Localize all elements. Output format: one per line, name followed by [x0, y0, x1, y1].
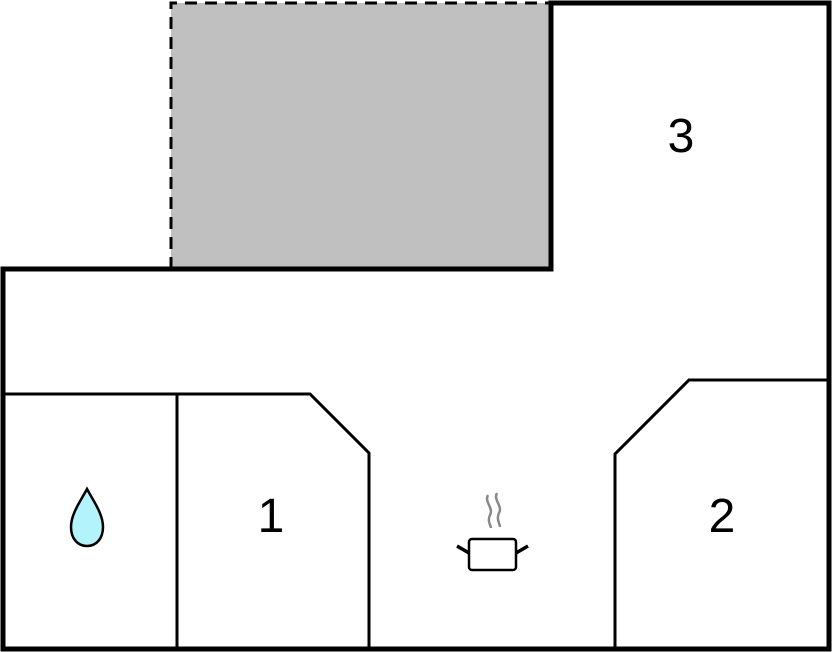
interior-walls [3, 378, 829, 649]
cooking-pot-icon [456, 492, 529, 572]
water-drop-icon [69, 486, 105, 548]
room-label-2: 2 [708, 490, 736, 543]
room-label-1: 1 [257, 490, 285, 543]
terrace-area [169, 1, 551, 269]
room-label-3: 3 [667, 110, 695, 163]
